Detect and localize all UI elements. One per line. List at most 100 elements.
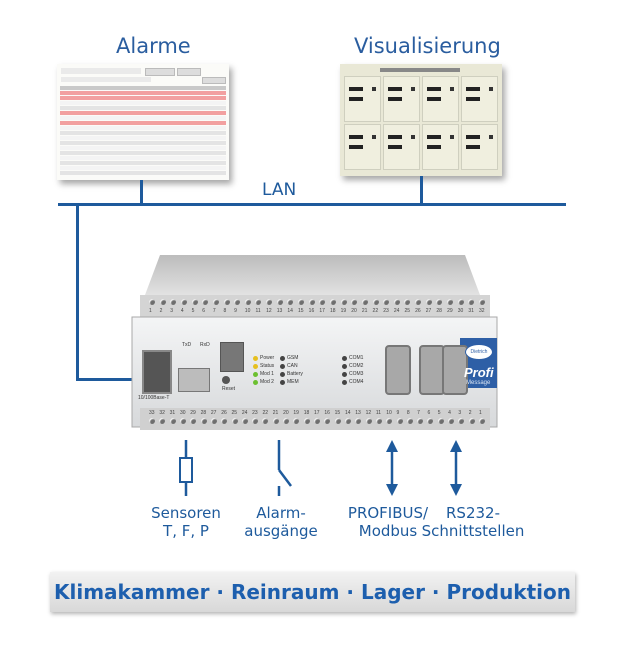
brand-logo: Dietrich (465, 344, 493, 360)
application-banner: Klimakammer · Reinraum · Lager · Produkt… (50, 572, 575, 612)
terminal-screw-top (468, 299, 475, 305)
dsub-port-1[interactable] (385, 345, 411, 395)
profibus-arrow-up-icon (386, 440, 398, 452)
terminal-screw-top (276, 299, 283, 305)
bottom-pin-number: 5 (437, 410, 441, 416)
bottom-pin-number: 33 (149, 410, 155, 416)
terminal-screw-top (149, 299, 155, 305)
bottom-pin-number: 26 (221, 410, 227, 416)
reset-label: Reset (222, 386, 236, 392)
terminal-screw-top (298, 299, 305, 305)
profibus-label: PROFIBUS/ Modbus (347, 504, 429, 540)
alarm-outputs-label: Alarm- ausgänge (244, 504, 318, 540)
usb-port[interactable] (178, 368, 210, 392)
terminal-screw-bottom (159, 418, 166, 424)
bottom-pin-number: 15 (334, 410, 341, 416)
led-label-power: Power (260, 355, 275, 361)
bottom-pin-number: 7 (417, 410, 420, 416)
ethernet-port[interactable] (142, 350, 172, 394)
led-label-gsm: GSM (287, 355, 299, 361)
terminal-screw-top (202, 299, 209, 305)
terminal-screw-bottom (437, 418, 444, 424)
terminal-screw-top (234, 299, 241, 305)
terminal-screw-bottom (448, 418, 455, 424)
profibus-arrow-down-icon (386, 484, 398, 496)
bottom-pin-number: 3 (458, 410, 462, 416)
terminal-screw-top (266, 299, 273, 305)
terminal-screw-bottom (344, 418, 351, 424)
sim-slot[interactable] (220, 342, 244, 372)
terminal-screw-top (170, 299, 177, 305)
bottom-pin-number: 28 (200, 410, 207, 416)
top-pin-number: 23 (383, 308, 389, 314)
bottom-pin-number: 14 (344, 410, 351, 416)
terminal-screw-top (457, 299, 464, 305)
led-label-mod1: Mod 1 (260, 371, 274, 377)
terminal-screw-top (436, 299, 443, 305)
terminal-screw-top (244, 299, 251, 305)
terminal-screw-bottom (200, 418, 207, 424)
bottom-pin-number: 4 (448, 410, 451, 416)
terminal-screw-bottom (179, 418, 186, 424)
top-pin-number: 19 (340, 308, 347, 314)
terminal-screw-bottom (149, 418, 155, 424)
terminal-screw-top (212, 299, 219, 305)
visualization-title: Visualisierung (354, 34, 501, 58)
rs232-arrow-down-icon (450, 484, 462, 496)
top-pin-number: 1 (149, 308, 152, 314)
terminal-screw-top (340, 299, 347, 305)
top-pin-number: 24 (393, 308, 400, 314)
bottom-pin-number: 18 (303, 410, 310, 416)
top-pin-number: 6 (202, 308, 205, 314)
reset-button[interactable] (222, 376, 230, 384)
terminal-screw-bottom (169, 418, 176, 424)
com1-label: COM1 (349, 355, 364, 361)
terminal-screw-bottom (334, 418, 341, 424)
terminal-screw-bottom (468, 418, 475, 424)
alarm-list-screenshot (57, 64, 229, 180)
terminal-screw-bottom (252, 418, 259, 424)
terminal-screw-top (425, 299, 432, 305)
top-pin-number: 29 (447, 308, 453, 314)
com3-label: COM3 (349, 371, 364, 377)
bottom-pin-number: 24 (241, 410, 248, 416)
txd-label: TxD (182, 342, 192, 348)
top-pin-number: 26 (415, 308, 421, 314)
terminal-screw-bottom (355, 418, 362, 424)
rs232-label: RS232- Schnittstellen (421, 504, 525, 540)
top-pin-number: 18 (329, 308, 336, 314)
terminal-screw-bottom (375, 418, 382, 424)
bottom-pin-number: 11 (375, 410, 382, 416)
dsub-port-3[interactable] (442, 345, 468, 395)
terminal-screw-bottom (190, 418, 197, 424)
bottom-pin-number: 20 (283, 410, 289, 416)
top-pin-number: 28 (436, 308, 442, 314)
terminal-screw-bottom (221, 418, 228, 424)
top-pin-number: 31 (468, 308, 474, 314)
bottom-pin-number: 6 (427, 410, 431, 416)
terminal-screw-top (361, 299, 368, 305)
terminal-screw-top (319, 299, 326, 305)
terminal-screw-bottom (458, 418, 465, 424)
led-label-mod2: Mod 2 (260, 379, 274, 385)
lan-drop-line (76, 205, 79, 380)
led-label-status: Status (260, 363, 275, 369)
top-pin-number: 20 (351, 308, 357, 314)
bottom-pin-number: 2 (468, 410, 472, 416)
terminal-screw-top (287, 299, 294, 305)
lan-label: LAN (262, 180, 297, 200)
switch-icon (278, 469, 292, 487)
top-pin-number: 2 (159, 308, 163, 314)
top-pin-number: 17 (319, 308, 325, 314)
terminal-screw-bottom (417, 418, 424, 424)
bottom-pin-number: 8 (406, 410, 410, 416)
alarms-title: Alarme (116, 34, 191, 58)
com4-label: COM4 (349, 379, 364, 385)
terminal-screw-bottom (241, 418, 248, 424)
terminal-screw-top (223, 299, 230, 305)
ethernet-label: 10/100Base-T (138, 395, 170, 401)
top-pin-number: 16 (308, 308, 315, 314)
top-pin-number: 4 (180, 308, 184, 314)
rs232-arrow-up-icon (450, 440, 462, 452)
terminal-screw-top (383, 299, 390, 305)
